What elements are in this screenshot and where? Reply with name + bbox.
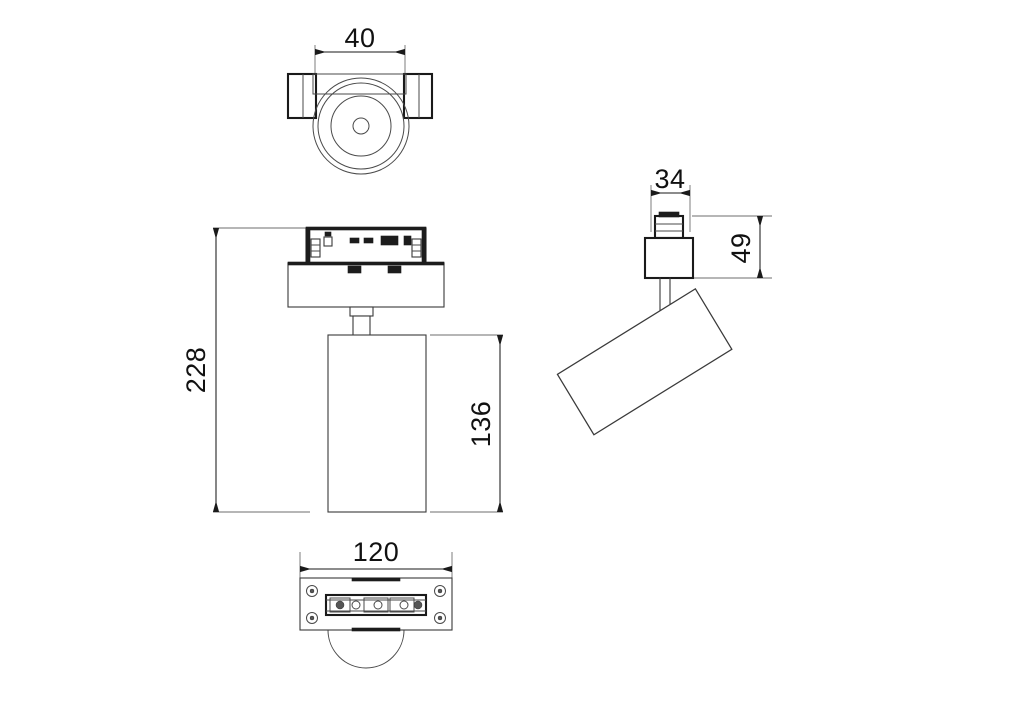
- housing-circle-third: [330, 95, 392, 157]
- view-top: [286, 45, 434, 175]
- track-clip-left: [286, 72, 318, 120]
- adapter-contact-mid-2: [363, 237, 374, 244]
- housing-circle-second: [317, 82, 405, 170]
- housing-circle-center: [352, 117, 370, 135]
- adapter-contact-mid-1: [349, 237, 360, 244]
- screw-top-left-core: [309, 588, 315, 594]
- adapter-housing-top-edge: [287, 261, 445, 266]
- channel-screw-2: [351, 600, 361, 610]
- housing-circle-outer: [312, 77, 410, 175]
- dimension-label-40: 40: [344, 23, 375, 53]
- track-adapter-top-edge: [305, 226, 427, 231]
- track-adapter-left-rail: [305, 228, 311, 264]
- dimension-label-120: 120: [353, 537, 400, 567]
- dimension-label-136: 136: [466, 401, 496, 448]
- adapter-contact-left-1: [310, 238, 321, 258]
- adapter-contact-right-1: [411, 238, 422, 258]
- adapter-contact-right-2: [403, 235, 412, 246]
- screw-bottom-right: [434, 612, 446, 624]
- adapter-housing-slot-right: [387, 265, 402, 274]
- plate-rib-top: [351, 577, 401, 582]
- view-bottom: [299, 552, 453, 669]
- adapter-plate-top: [312, 73, 407, 95]
- screw-top-right: [434, 585, 446, 597]
- adapter-pin-left: [324, 231, 332, 237]
- adapter-housing-front: [287, 262, 445, 308]
- dimension-label-49: 49: [726, 232, 756, 263]
- screw-bottom-left-core: [309, 615, 315, 621]
- track-adapter-right-rail: [421, 228, 427, 264]
- screw-bottom-left: [306, 612, 318, 624]
- side-cylinder-body: [556, 287, 733, 436]
- view-side: [556, 185, 772, 436]
- cylinder-body-front: [327, 334, 427, 513]
- dimension-label-228: 228: [181, 347, 211, 394]
- channel-screw-5: [413, 600, 423, 610]
- swivel-stem: [352, 315, 371, 338]
- side-track-clip-top: [658, 211, 680, 218]
- channel-contact-1: [329, 597, 351, 613]
- channel-screw-4: [399, 600, 409, 610]
- adapter-housing-slot-left: [347, 265, 362, 274]
- dimension-label-34: 34: [654, 164, 685, 194]
- adapter-contact-left-2: [323, 236, 333, 247]
- channel-screw-1: [335, 600, 345, 610]
- swivel-collar: [349, 306, 374, 317]
- channel-screw-3: [373, 600, 383, 610]
- view-front: [212, 226, 504, 513]
- screw-top-right-core: [437, 588, 443, 594]
- side-adapter-housing: [643, 236, 695, 280]
- side-track-clip: [653, 214, 685, 240]
- plate-rib-bottom: [351, 627, 401, 632]
- channel-contact-2: [363, 597, 389, 613]
- bottom-plate-screws: [306, 585, 446, 624]
- track-clip-right: [402, 72, 434, 120]
- screw-bottom-right-core: [437, 615, 443, 621]
- screw-top-left: [306, 585, 318, 597]
- adapter-module-center: [380, 235, 399, 246]
